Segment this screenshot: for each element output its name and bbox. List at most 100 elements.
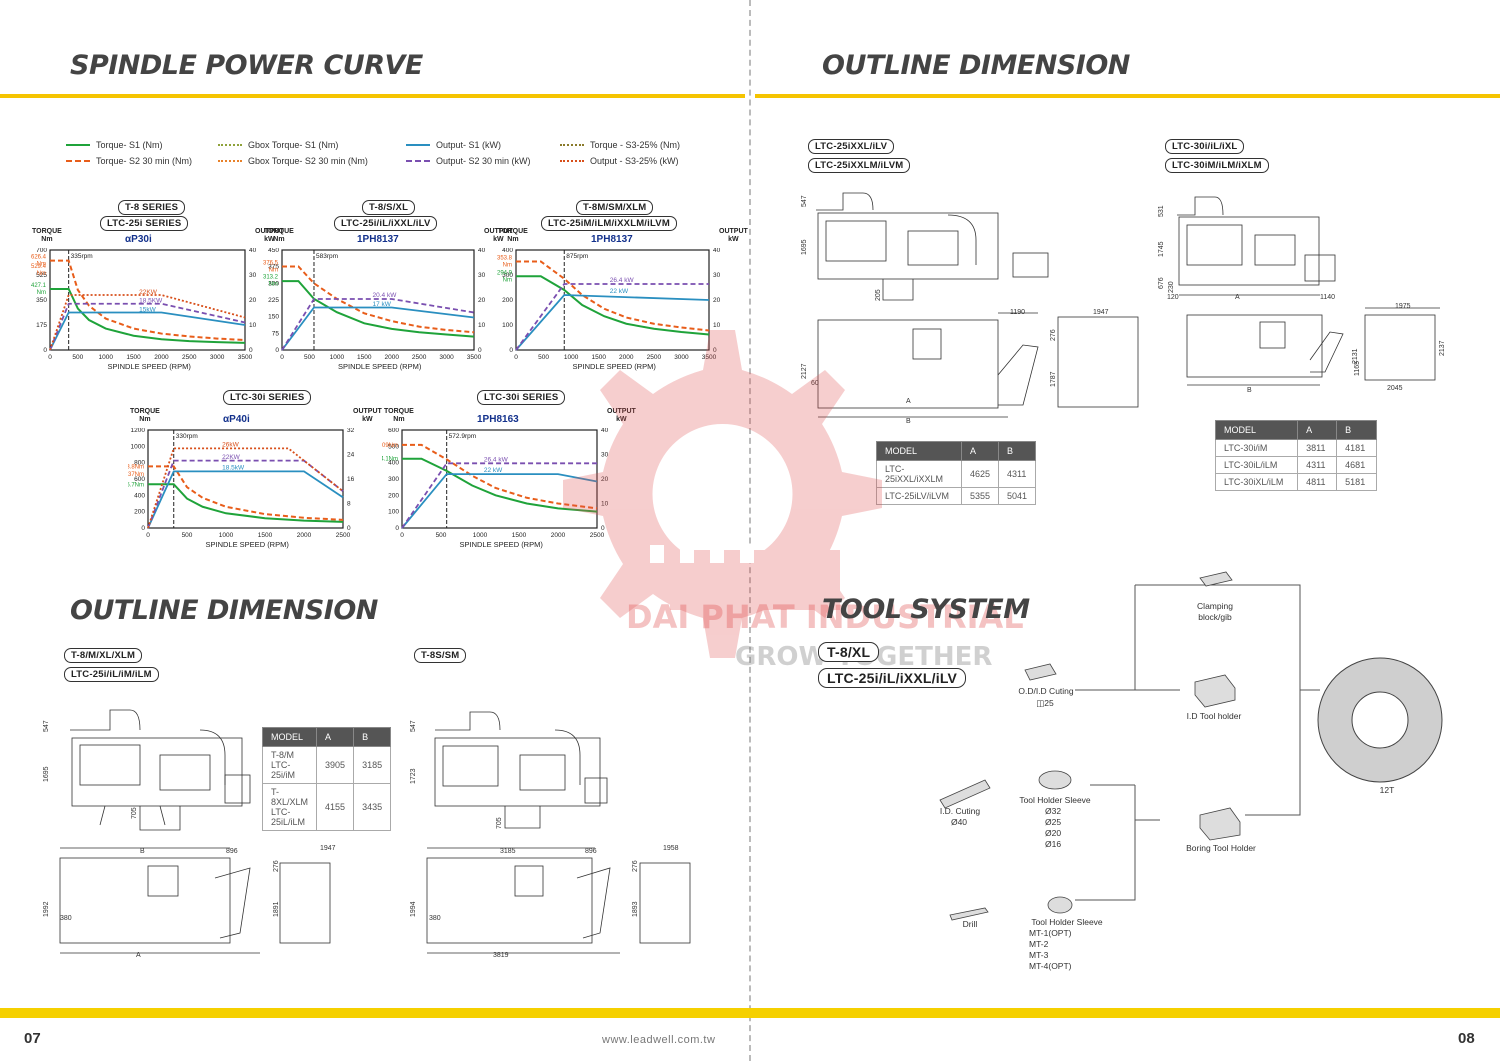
legend-label: Torque - S3-25% (Nm) [590, 140, 681, 150]
legend-label: Torque- S1 (Nm) [96, 140, 163, 150]
legend-swatch [66, 144, 90, 146]
y-right-tick-label: 10 [601, 501, 609, 508]
y-left-tick-label: 300 [388, 476, 399, 483]
dim-label: A [1235, 294, 1240, 301]
tool-holder-sleeve-icon [1038, 770, 1072, 790]
legend-swatch [560, 144, 584, 146]
torque-value-label: 626.4 [31, 255, 47, 261]
y-left-tick-label: 800 [134, 460, 145, 467]
page-fold-line [749, 0, 751, 1061]
torque-value-label: 376.5 [263, 260, 279, 266]
series-line-output_s2 [515, 283, 709, 351]
series-line-torque_s1 [50, 288, 246, 344]
series-value-label: 26.4 kW [484, 456, 509, 463]
plot-frame [147, 429, 344, 529]
dim-label: 1947 [320, 845, 336, 852]
top-rule-left [0, 94, 745, 98]
series-value-label: 26kW [222, 442, 239, 449]
y-right-tick-label: 40 [478, 248, 486, 254]
x-tick-label: 3500 [702, 354, 717, 361]
boring-tool-holder-icon [1199, 807, 1241, 841]
legend-item: Output - S3-25% (kW) [560, 156, 679, 166]
x-tick-label: 1000 [564, 354, 579, 361]
y-left-tick-label: 600 [388, 428, 399, 434]
series-line-torque_s1 [516, 275, 710, 336]
dim-label: 276 [1050, 329, 1057, 341]
y-left-tick-label: 400 [134, 492, 145, 499]
y-left-tick-label: 450 [268, 248, 279, 254]
y-right-tick-label: 20 [713, 297, 721, 304]
torque-value-label: 753.8Nm [128, 464, 144, 470]
torque-value-label: 509Nm [382, 443, 398, 449]
dim-label: 1745 [1158, 241, 1165, 257]
outline-pill: LTC-25iXXLM/iLVM [808, 158, 911, 173]
x-tick-label: 1000 [330, 354, 345, 361]
y-right-tick-label: 8 [347, 501, 351, 508]
turret-12t-icon [1317, 657, 1443, 783]
size-item: Ø20 [1045, 828, 1062, 838]
legend-swatch [560, 160, 584, 162]
torque-value-unit: Nm [269, 281, 278, 287]
y-left-tick-label: 375 [268, 264, 279, 271]
torque-value-label: 535.7Nm [128, 482, 144, 488]
legend-swatch [406, 160, 430, 162]
series-line-output_s1 [281, 306, 475, 351]
dim-label: 896 [585, 848, 597, 855]
table-header: B [353, 727, 392, 747]
x-tick-label: 2500 [412, 354, 427, 361]
table-header: A [1297, 420, 1338, 440]
clamping-label: Clamping block/gib [1197, 601, 1233, 622]
series-pill: T-8/S/XL [362, 200, 416, 215]
y-left-tick-label: 700 [36, 248, 47, 254]
series-pill: LTC-25i SERIES [100, 216, 189, 231]
y-right-tick-label: 0 [478, 347, 482, 354]
legend-item: Output- S1 (kW) [406, 140, 501, 150]
chart-legend: Torque- S1 (Nm)Torque- S2 30 min (Nm)Gbo… [66, 140, 706, 176]
legend-label: Output- S2 30 min (kW) [436, 156, 531, 166]
table-header: A [960, 441, 999, 461]
dim-label: 547 [43, 720, 50, 732]
y-right-tick-label: 30 [249, 272, 257, 279]
spindle-power-curve-heading: SPINDLE POWER CURVE [70, 50, 423, 81]
y-right-tick-label: 10 [249, 322, 257, 329]
size-item: MT-3 [1029, 950, 1049, 960]
base-rpm-label: 330rpm [176, 433, 198, 440]
torque-value-label: 427.1 [31, 283, 47, 289]
machine-drawing-t8s-top: 3185 896 1958 1994 380 3819 276 1893 [410, 845, 691, 958]
y-right-tick-label: 0 [713, 347, 717, 354]
id-tool-holder-icon [1194, 674, 1236, 708]
series-line-torque_s1 [148, 483, 344, 523]
dim-label: 705 [131, 807, 138, 819]
motor-label: 1PH8137 [591, 234, 633, 245]
series-line-output_s1 [401, 473, 598, 529]
legend-label: Output - S3-25% (kW) [590, 156, 679, 166]
y-left-tick-label: 0 [509, 347, 513, 354]
y-left-tick-label: 225 [268, 297, 279, 304]
series-pill: LTC-30i SERIES [477, 390, 566, 405]
watermark-brand: DAI PHAT INDUSTRIAL [626, 598, 1024, 636]
series-value-label: 17 kW [373, 301, 392, 308]
x-tick-label: 2000 [619, 354, 634, 361]
legend-swatch [66, 160, 90, 162]
outline-pill: T-8S/SM [414, 648, 467, 663]
legend-label: Torque- S2 30 min (Nm) [96, 156, 193, 166]
legend-swatch [406, 144, 430, 146]
machine-drawing-ltc30-front: 531 1745 676 230 120 A 1140 [1158, 196, 1336, 301]
x-tick-label: 0 [146, 532, 150, 539]
base-rpm-label: 875rpm [566, 253, 588, 260]
y-left-tick-label: 200 [388, 492, 399, 499]
x-tick-label: 1500 [357, 354, 372, 361]
series-value-label: 22KW [222, 454, 241, 461]
clamping-block-icon [1199, 571, 1233, 587]
dim-label: 1165 [1354, 361, 1361, 376]
size-item: Ø25 [1045, 817, 1062, 827]
y-left-tick-label: 0 [43, 347, 47, 354]
